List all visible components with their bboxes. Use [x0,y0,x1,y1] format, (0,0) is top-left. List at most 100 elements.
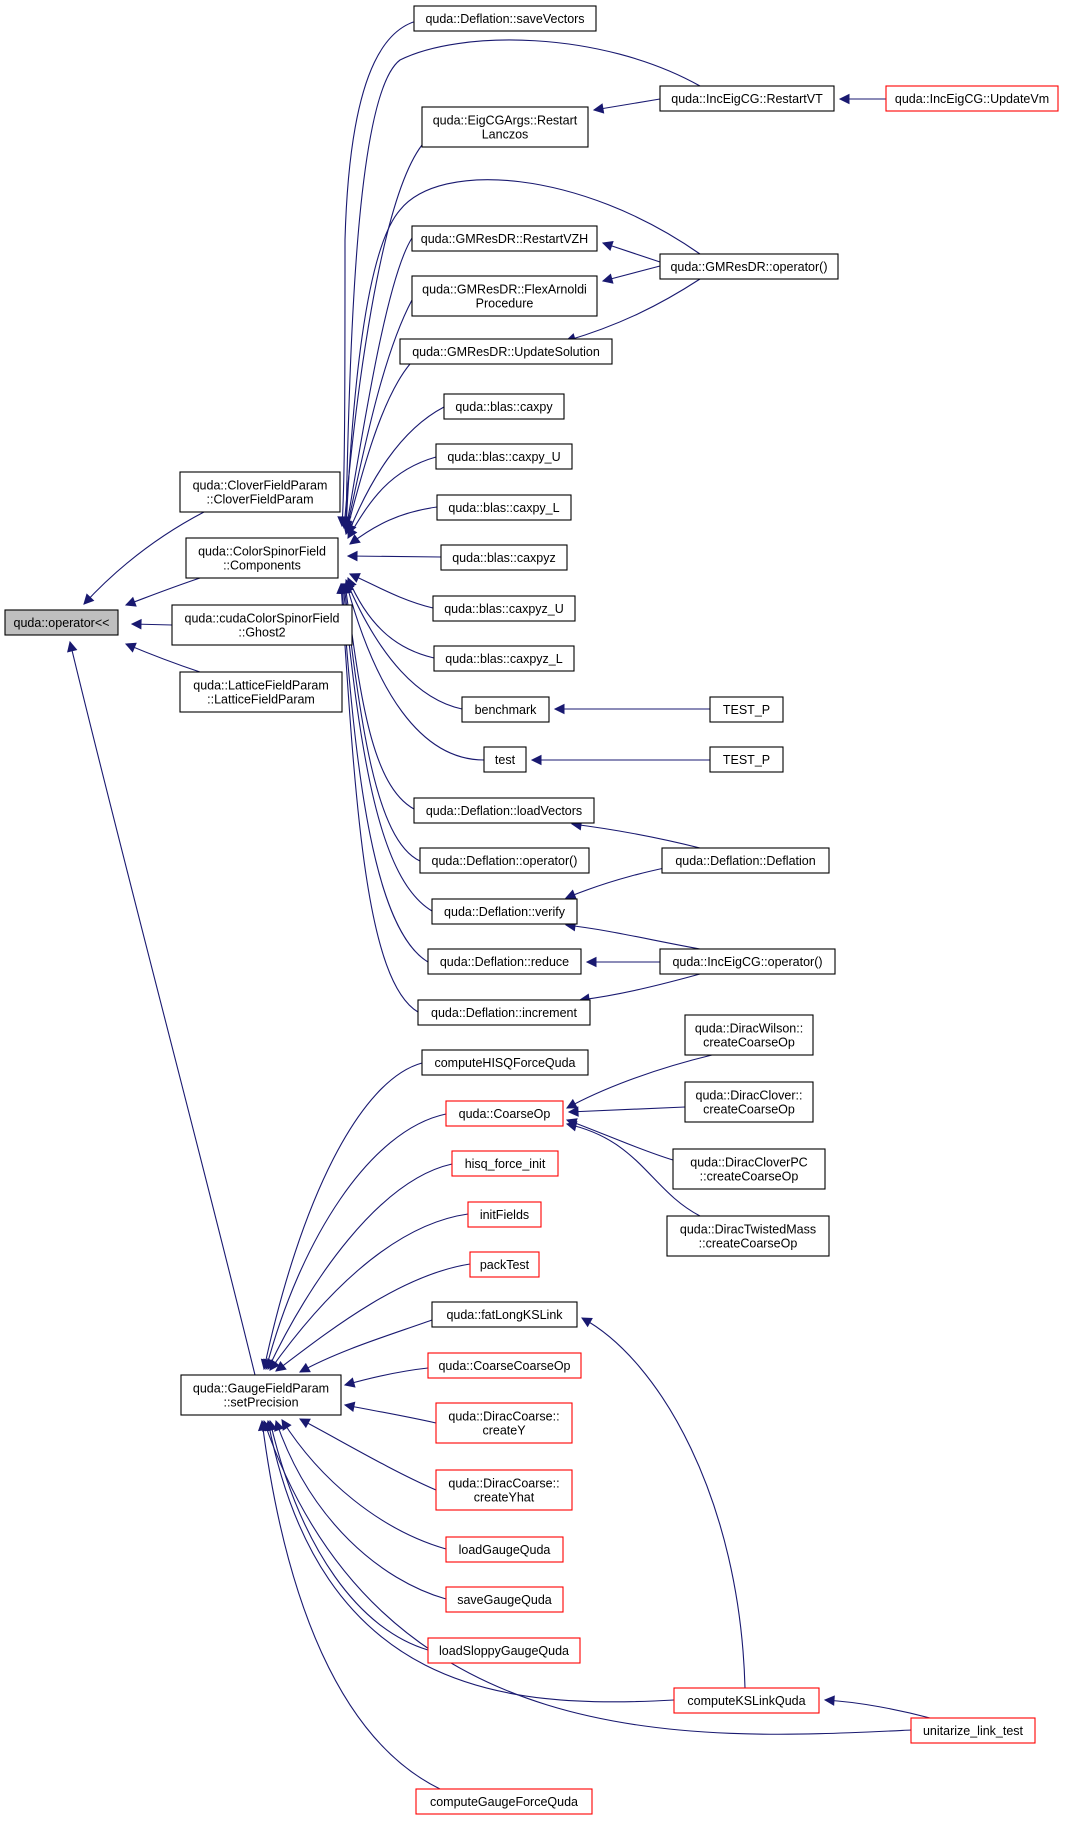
node-testp2[interactable]: TEST_P [709,746,784,773]
edge-caxpy_l-to-components [349,506,438,545]
node-testp1[interactable]: TEST_P [709,696,784,723]
node-box [469,1251,540,1278]
edge-verify-to-components [342,583,433,912]
edge-coarsecoarse-to-setprecision [344,1367,429,1386]
edge-gmresop-to-flexarnoldi [602,265,661,282]
arrowhead-components-to-root [124,596,137,607]
node-updatevm[interactable]: quda::IncEigCG::UpdateVm [885,85,1059,112]
arrowhead-packtest-to-setprecision [275,1361,287,1372]
node-label: quda::fatLongKSLink [446,1308,563,1322]
node-caxpy_u[interactable]: quda::blas::caxpy_U [435,443,573,470]
node-label: quda::cudaColorSpinorField [185,612,340,626]
node-box [885,85,1059,112]
node-label: ::Components [223,559,301,573]
node-fatlong[interactable]: quda::fatLongKSLink [431,1301,578,1328]
node-ghost2[interactable]: quda::cudaColorSpinorField::Ghost2 [171,604,353,646]
node-label: quda::DiracTwistedMass [680,1223,816,1237]
node-caxpy[interactable]: quda::blas::caxpy [443,393,565,420]
edge-restartvt-to-restartlanczos [593,98,661,111]
arrowhead-inceigop-to-reduce [585,956,597,968]
edge-gmresop-to-restartvzh [602,242,661,263]
node-box [435,443,573,470]
edge-savevectors-to-components [341,18,431,527]
arrowhead-testp2-to-test [530,754,542,766]
node-increment[interactable]: quda::Deflation::increment [417,999,591,1026]
arrowhead-computeks-to-fatlong [581,1317,593,1328]
node-reduce[interactable]: quda::Deflation::reduce [427,948,582,975]
node-restartvzh[interactable]: quda::GMResDR::RestartVZH [411,225,598,252]
node-gmresop[interactable]: quda::GMResDR::operator() [659,253,839,280]
node-diracclover[interactable]: quda::DiracClover::createCoarseOp [684,1081,814,1123]
arrowhead-caxpy_l-to-components [349,534,361,545]
node-caxpyz[interactable]: quda::blas::caxpyz [440,544,568,571]
node-diracwilson[interactable]: quda::DiracWilson::createCoarseOp [684,1014,814,1056]
node-createyhat[interactable]: quda::DiracCoarse::createYhat [435,1469,573,1511]
node-box [179,671,343,713]
node-loadvectors[interactable]: quda::Deflation::loadVectors [413,797,595,824]
node-root[interactable]: quda::operator<< [4,609,119,636]
node-coarsecoarse[interactable]: quda::CoarseCoarseOp [427,1352,582,1379]
edge-hisqinit-to-setprecision [267,1163,453,1370]
node-computeks[interactable]: computeKSLinkQuda [673,1687,820,1714]
node-cloverparam[interactable]: quda::CloverFieldParam::CloverFieldParam [179,471,341,513]
edge-caxpy-to-components [347,406,445,535]
node-label: computeKSLinkQuda [687,1694,805,1708]
node-label: createY [482,1424,526,1438]
node-test[interactable]: test [483,746,527,773]
node-updatesolution[interactable]: quda::GMResDR::UpdateSolution [399,338,613,365]
node-defop[interactable]: quda::Deflation::operator() [419,847,590,874]
edge-deflation-to-loadvectors [571,823,701,849]
node-box [417,999,591,1026]
node-components[interactable]: quda::ColorSpinorField::Components [185,537,339,579]
node-label: quda::Deflation::loadVectors [426,804,582,818]
node-label: quda::GMResDR::FlexArnoldi [422,283,587,297]
node-verify[interactable]: quda::Deflation::verify [431,898,578,925]
node-deflation[interactable]: quda::Deflation::Deflation [661,847,830,874]
edge-hisqforce-to-setprecision [263,1062,423,1370]
node-box [666,1215,830,1257]
node-diraccloverpc[interactable]: quda::DiracCloverPC::createCoarseOp [672,1148,826,1190]
node-latticeparam[interactable]: quda::LatticeFieldParam::LatticeFieldPar… [179,671,343,713]
arrowhead-gaugeforce-to-setprecision [257,1419,269,1432]
node-label: loadSloppyGaugeQuda [439,1644,569,1658]
edge-diracwilson-to-coarseop [566,1054,713,1109]
node-caxpyz_u[interactable]: quda::blas::caxpyz_U [432,595,576,622]
node-coarseop[interactable]: quda::CoarseOp [445,1100,564,1127]
node-restartvt[interactable]: quda::IncEigCG::RestartVT [659,85,835,112]
node-box [180,1374,342,1416]
node-diractwisted[interactable]: quda::DiracTwistedMass::createCoarseOp [666,1215,830,1257]
edge-benchmark-to-components [345,579,463,710]
node-box [421,1049,589,1076]
node-label: quda::blas::caxpyz [452,551,556,565]
node-gaugeforce[interactable]: computeGaugeForceQuda [415,1788,593,1815]
node-unitarize[interactable]: unitarize_link_test [910,1717,1036,1744]
node-inceigop[interactable]: quda::IncEigCG::operator() [659,948,836,975]
edge-loadsloppy-to-setprecision [269,1420,429,1651]
node-caxpyz_l[interactable]: quda::blas::caxpyz_L [433,645,575,672]
node-label: benchmark [475,703,538,717]
node-loadgauge[interactable]: loadGaugeQuda [445,1536,564,1563]
node-label: quda::IncEigCG::UpdateVm [895,92,1049,106]
node-benchmark[interactable]: benchmark [461,696,550,723]
edge-flexarnoldi-to-components [345,299,413,533]
edge-increment-to-components [340,583,419,1013]
edge-caxpyz-to-components [347,555,442,558]
edge-restartvt-to-components [345,39,701,527]
node-savegauge[interactable]: saveGaugeQuda [445,1586,564,1613]
node-initfields[interactable]: initFields [467,1201,542,1228]
node-setprecision[interactable]: quda::GaugeFieldParam::setPrecision [180,1374,342,1416]
edge-diractwisted-to-coarseop [566,1123,701,1217]
node-hisqforce[interactable]: computeHISQForceQuda [421,1049,589,1076]
node-label: quda::IncEigCG::operator() [672,955,822,969]
edge-updatesolution-to-components [345,363,411,535]
node-loadsloppy[interactable]: loadSloppyGaugeQuda [427,1637,581,1664]
node-savevectors[interactable]: quda::Deflation::saveVectors [413,5,597,32]
node-createy[interactable]: quda::DiracCoarse::createY [435,1402,573,1444]
node-label: quda::operator<< [14,616,110,630]
node-hisqinit[interactable]: hisq_force_init [451,1150,559,1177]
node-caxpy_l[interactable]: quda::blas::caxpy_L [436,494,572,521]
node-packtest[interactable]: packTest [469,1251,540,1278]
